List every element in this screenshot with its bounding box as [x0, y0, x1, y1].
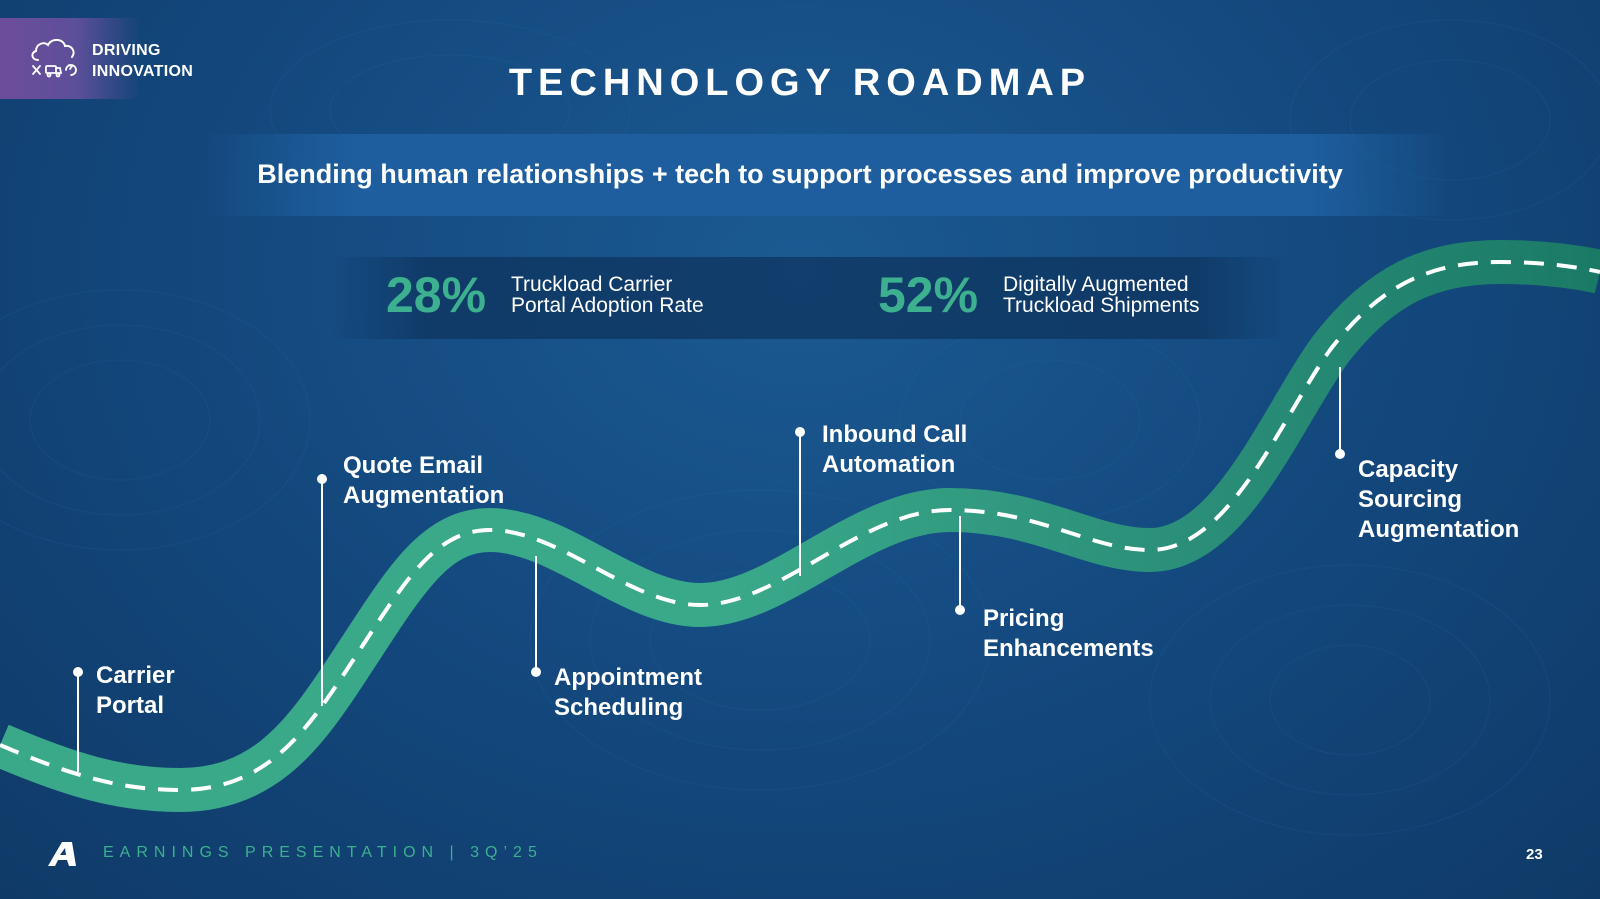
- stat-label-line-1: Digitally Augmented: [1003, 273, 1189, 296]
- stats-panel: [330, 257, 1290, 339]
- milestone-dot-capacity: [1335, 449, 1345, 459]
- milestone-line-1: Appointment: [554, 664, 702, 691]
- company-logo-icon: [48, 842, 76, 866]
- driving-innovation-badge: [0, 18, 140, 99]
- milestone-label-inbound-call: Inbound Call Automation: [822, 420, 967, 480]
- subtitle-text: Blending human relationships + tech to s…: [257, 159, 1343, 189]
- milestone-line-1: Inbound Call: [822, 421, 968, 448]
- road-center-line: [0, 259, 1600, 793]
- milestone-line-1: Carrier: [96, 662, 175, 689]
- milestone-dot-appointment: [531, 667, 541, 677]
- page-number: 23: [1526, 846, 1543, 863]
- milestone-dot-pricing: [955, 605, 965, 615]
- stat-label-portal-adoption: Truckload Carrier Portal Adoption Rate: [511, 274, 704, 316]
- footer-presentation-label: EARNINGS PRESENTATION | 3Q’25: [103, 844, 543, 861]
- milestone-label-capacity: Capacity Sourcing Augmentation: [1358, 455, 1519, 545]
- milestone-line-2: Enhancements: [983, 635, 1154, 662]
- milestone-line-2: Augmentation: [343, 482, 505, 509]
- milestone-label-appointment: Appointment Scheduling: [554, 663, 702, 723]
- stat-value-digital-shipments: 52%: [878, 267, 979, 323]
- stat-label-digital-shipments: Digitally Augmented Truckload Shipments: [1003, 274, 1199, 316]
- milestone-label-quote-email: Quote Email Augmentation: [343, 451, 504, 511]
- milestone-dot-carrier-portal: [73, 667, 83, 677]
- stat-label-line-2: Truckload Shipments: [1003, 294, 1200, 317]
- stat-value-portal-adoption: 28%: [386, 267, 487, 323]
- badge-label: DRIVING INNOVATION: [92, 40, 193, 82]
- milestone-line-2: Sourcing: [1358, 486, 1463, 513]
- milestone-line-1: Capacity: [1358, 456, 1459, 483]
- milestone-dot-inbound-call: [795, 427, 805, 437]
- milestone-line-2: Scheduling: [554, 694, 684, 721]
- page-title: TECHNOLOGY ROADMAP: [508, 62, 1092, 104]
- stat-label-line-1: Truckload Carrier: [511, 273, 673, 296]
- milestone-line-1: Pricing: [983, 605, 1065, 632]
- badge-line-1: DRIVING: [92, 42, 161, 59]
- milestone-line-2: Automation: [822, 451, 956, 478]
- milestone-dot-quote-email: [317, 474, 327, 484]
- milestone-line-3: Augmentation: [1358, 516, 1520, 543]
- cloud-logistics-icon: [31, 38, 77, 78]
- milestone-line-1: Quote Email: [343, 452, 484, 479]
- milestone-line-2: Portal: [96, 692, 165, 719]
- milestone-label-carrier-portal: Carrier Portal: [96, 661, 175, 721]
- subtitle-banner: [205, 134, 1455, 216]
- milestone-label-pricing: Pricing Enhancements: [983, 604, 1154, 664]
- badge-line-2: INNOVATION: [92, 63, 194, 80]
- stat-label-line-2: Portal Adoption Rate: [511, 294, 704, 317]
